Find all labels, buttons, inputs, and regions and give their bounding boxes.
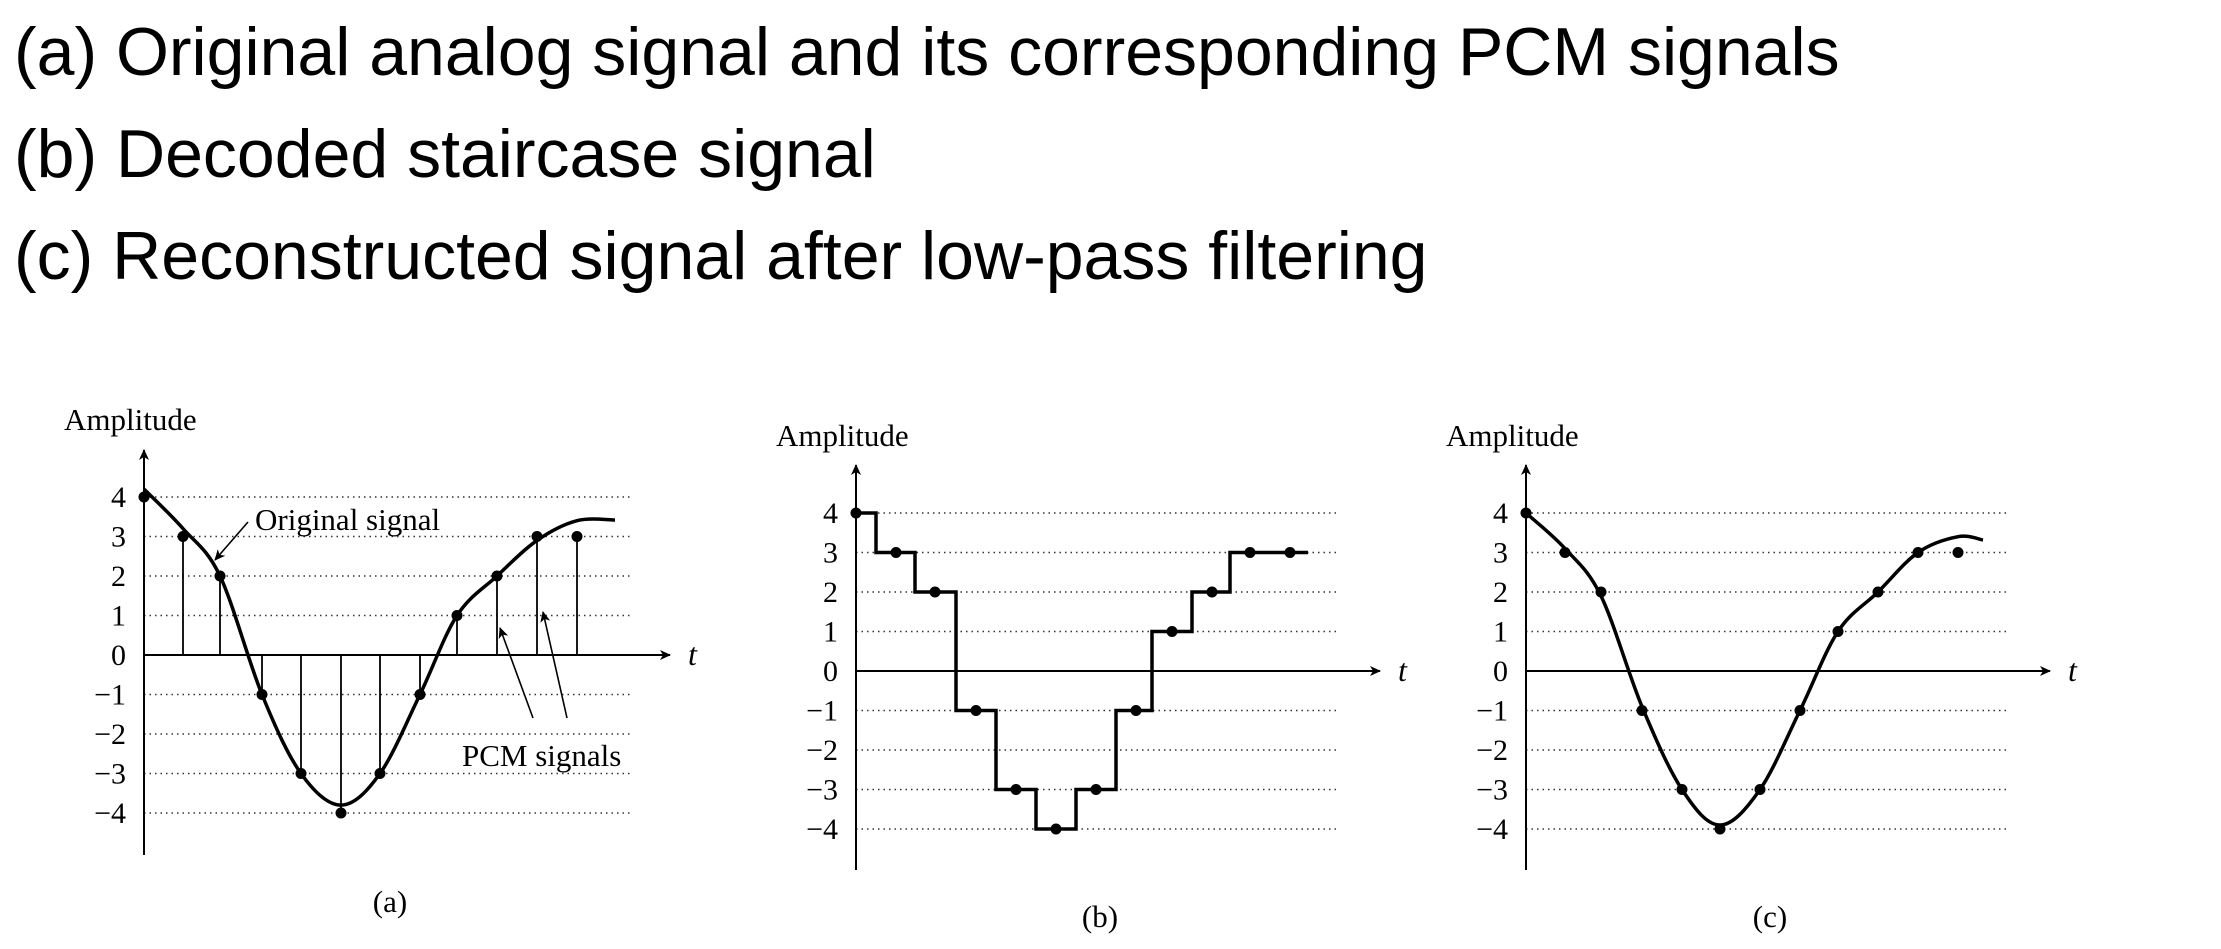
panel-c-tick-label: 2 [1493,576,1508,609]
panel-c-sample-point [1520,507,1532,519]
panel-b-tick-label: 4 [823,497,838,530]
panel-a-pcm-point [571,531,583,542]
panel-a-annotation-arrow [498,627,534,719]
panel-c-tick-label: 1 [1493,616,1508,649]
panel-a-annotation-pcm-signals: PCM signals [462,738,621,773]
panel-b-chart [850,464,1381,870]
panel-c-sample-point [1595,586,1607,598]
panel-a-tick-label: 1 [111,600,126,633]
panel-a-tick-label: 0 [111,639,126,672]
panel-c-sample-point [1794,705,1806,716]
panel-a-tick-label: 4 [111,481,126,514]
panel-c-tick-label: −3 [1476,774,1508,807]
panel-b-sample-point [1284,547,1296,558]
panel-b-staircase-line [856,511,1308,831]
panel-c-sample-point [1754,784,1766,795]
panel-a-tick-label: −4 [94,797,126,830]
panel-a-tick-label: −1 [94,679,126,712]
panel-c-tick-label: −2 [1476,734,1508,767]
panel-c-tick-label: −4 [1476,813,1508,846]
panel-b-tick-label: −4 [806,813,838,846]
panel-a-y-axis-label: Amplitude [64,402,197,437]
caption-b: (b) Decoded staircase signal [14,116,876,192]
panel-b-sample-point [890,547,902,558]
panel-b-tick-label: 2 [823,576,838,609]
panel-c-sample-point [1636,705,1648,716]
panel-c-tick-label: 0 [1493,655,1508,688]
panel-c-sample-point [1872,586,1884,598]
panel-a-pcm-point [491,570,503,582]
panel-b-tick-label: 0 [823,655,838,688]
panel-a-tick-label: −2 [94,718,126,751]
panel-c-sample-point [1952,547,1964,558]
panel-a-tick-label: 3 [111,521,126,554]
panel-b-sample-point [929,586,941,598]
panel-a-annotation-arrow [214,521,249,561]
panel-a-chart [138,449,671,855]
panel-b-sample-point [1166,626,1178,637]
panel-b-sample-point [1090,784,1102,795]
panel-c-sample-point [1912,547,1924,558]
panel-b-sample-point [1010,784,1022,795]
panel-a-pcm-point [256,689,268,700]
panel-a-pcm-point [295,768,307,779]
panel-c-tick-label: 3 [1493,537,1508,570]
panel-b-y-axis-label: Amplitude [776,418,909,453]
panel-a-panel-label: (a) [373,884,407,919]
caption-a: (a) Original analog signal and its corre… [14,14,1840,90]
panel-b-sample-point [970,705,982,716]
panel-a-pcm-point [374,768,386,779]
panel-a-pcm-point [451,610,463,621]
panel-c-chart [1520,464,2051,870]
panel-b-sample-point [1050,823,1062,835]
panel-c-y-axis-label: Amplitude [1446,418,1579,453]
panel-a-pcm-point [414,689,426,700]
panel-b-x-axis-label: t [1398,652,1408,688]
panel-c-sample-point [1832,626,1844,637]
panel-b-tick-label: −1 [806,695,838,728]
panel-c-sample-point [1676,784,1688,795]
panel-b-tick-label: 3 [823,537,838,570]
panel-b-sample-point [1130,705,1142,716]
panel-c-tick-label: 4 [1493,497,1508,530]
panel-a-tick-label: −3 [94,758,126,791]
panel-b-tick-label: −3 [806,774,838,807]
panel-b-sample-point [1206,586,1218,598]
panel-b-panel-label: (b) [1082,899,1118,934]
panel-a-pcm-point [531,531,543,542]
panel-a-tick-label: 2 [111,560,126,593]
panel-c-panel-label: (c) [1753,899,1787,934]
caption-c: (c) Reconstructed signal after low-pass … [14,218,1428,294]
panel-c-x-axis-label: t [2068,652,2078,688]
panel-a-annotation-original-signal: Original signal [255,502,440,537]
panel-c-tick-label: −1 [1476,695,1508,728]
panel-a-pcm-point [138,491,150,503]
panel-b-tick-label: 1 [823,616,838,649]
panel-a-x-axis-label: t [688,636,698,672]
panel-c-sample-point [1559,547,1571,558]
panel-a-annotation-arrow [540,611,568,719]
panel-b-sample-point [1244,547,1256,558]
panel-b-tick-label: −2 [806,734,838,767]
panel-a-pcm-point [177,531,189,542]
panel-a-pcm-point [335,807,347,819]
panel-a-pcm-point [214,570,226,582]
panel-c-signal-curve [1524,511,1984,827]
panel-c-sample-point [1714,823,1726,835]
panel-b-sample-point [850,507,862,519]
